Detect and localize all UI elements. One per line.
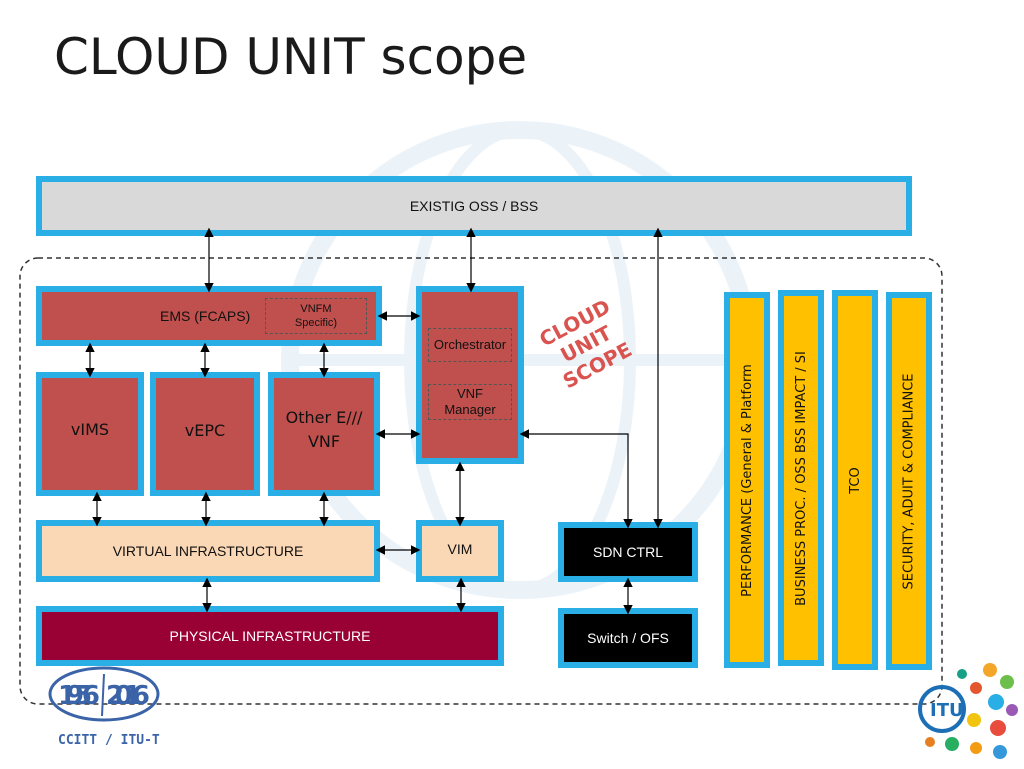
vnf-manager-box: VNF Manager <box>428 384 512 420</box>
vnfm-specific-box: VNFM Specific) <box>265 298 367 334</box>
vims-box: vIMS <box>36 372 144 496</box>
orchestrator-label: Orchestrator <box>433 337 507 352</box>
performance-bar: PERFORMANCE (General & Platform <box>724 292 770 668</box>
itu-icons-logo: ITU <box>912 654 1022 764</box>
vim-label: VIM <box>447 541 473 557</box>
vnf-manager-label: VNF Manager <box>444 386 496 417</box>
sdn-ctrl-label: SDN CTRL <box>592 544 663 560</box>
svg-text:2016: 2016 <box>106 681 150 711</box>
svg-text:1956: 1956 <box>58 681 100 711</box>
vims-label: vIMS <box>70 419 110 439</box>
ccitt-caption: CCITT / ITU-T <box>58 733 160 748</box>
other-vnf-label: Other E/// VNF <box>285 408 363 451</box>
physical-infra-box: PHYSICAL INFRASTRUCTURE <box>36 606 504 666</box>
virtual-infra-label: VIRTUAL INFRASTRUCTURE <box>112 543 304 559</box>
ems-label: EMS (FCAPS) <box>160 308 251 324</box>
page-title: CLOUD UNIT scope <box>54 28 528 86</box>
business-bar: BUSINESS PROC. / OSS BSS IMPACT / SI <box>778 290 824 666</box>
ccitt-itu-logo: 1956 2016 CCITT / ITU-T <box>44 664 164 754</box>
security-bar: SECURITY, ADUIT & COMPLIANCE <box>886 292 932 670</box>
switch-ofs-label: Switch / OFS <box>587 630 669 646</box>
physical-infra-label: PHYSICAL INFRASTRUCTURE <box>169 628 371 644</box>
vnfm-specific-label: VNFM Specific) <box>294 303 338 329</box>
itu-caption: ITU <box>930 700 964 721</box>
oss-bss-label: EXISTIG OSS / BSS <box>409 198 539 214</box>
vepc-box: vEPC <box>150 372 260 496</box>
vepc-label: vEPC <box>184 420 226 440</box>
arrow-orch-sdn <box>519 429 633 529</box>
tco-bar: TCO <box>832 290 878 670</box>
orchestrator-column <box>416 286 524 464</box>
orchestrator-box: Orchestrator <box>428 328 512 362</box>
